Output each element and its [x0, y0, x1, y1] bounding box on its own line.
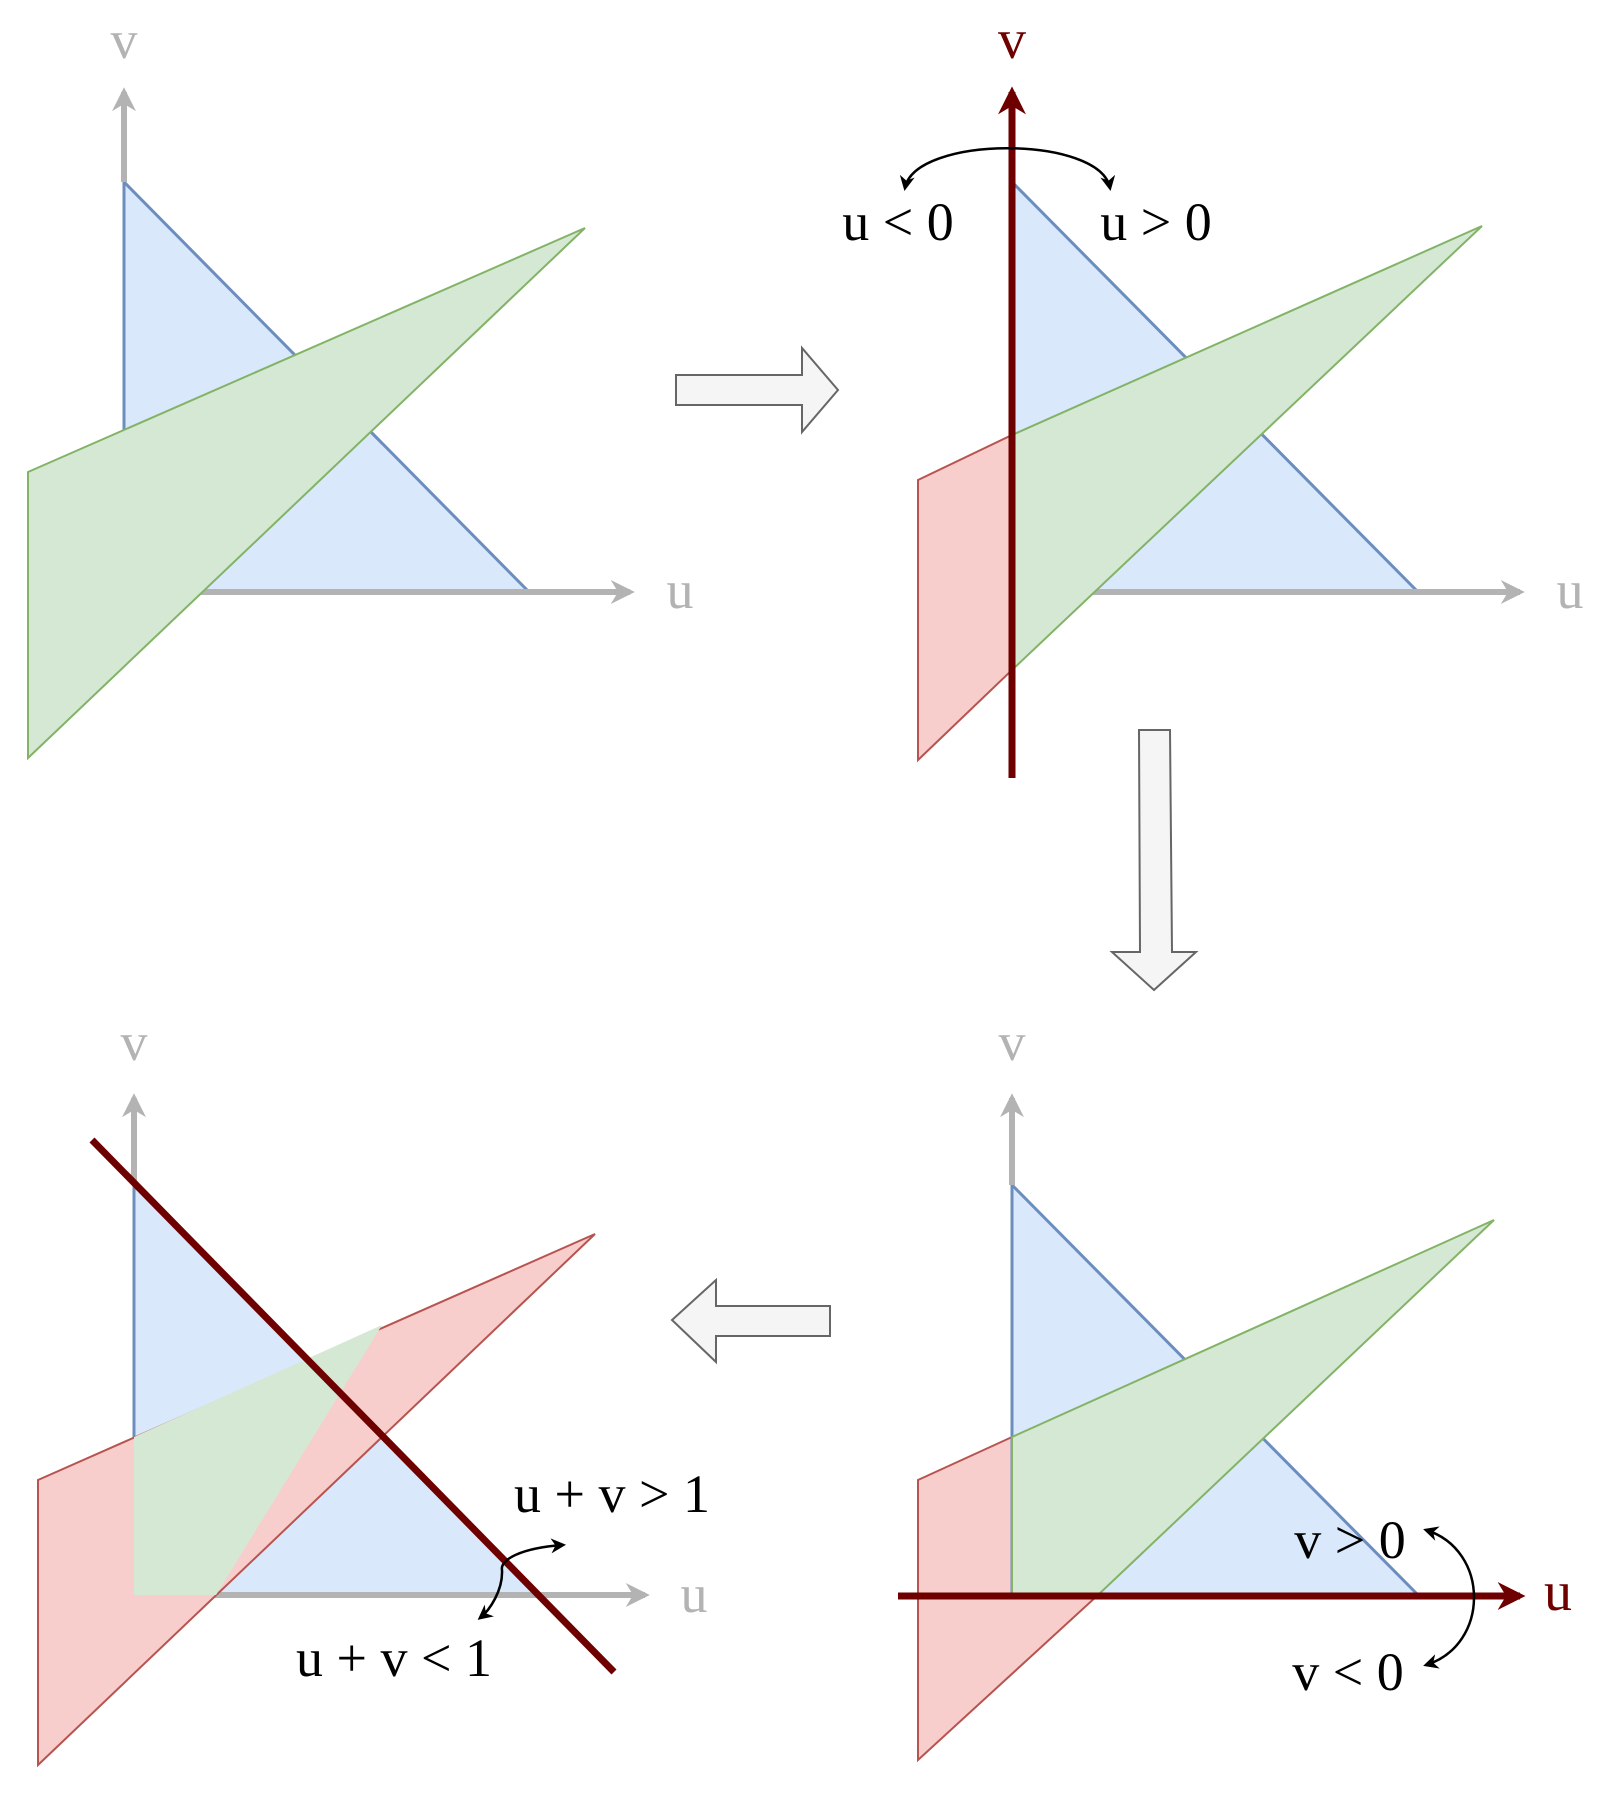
label-u-plus-v-greater-1: u + v > 1 — [514, 1464, 710, 1524]
red-region — [917, 433, 1013, 763]
v-axis-label: v — [999, 1012, 1026, 1072]
u-axis-label: u — [1557, 560, 1584, 620]
sign-arrow-v — [1423, 1526, 1476, 1669]
panel-bottom-left: v u u + v > 1 u + v < 1 — [37, 1012, 710, 1768]
sign-arrow-u — [899, 147, 1116, 191]
v-axis-label: v — [121, 1012, 148, 1072]
sign-arrow-uv — [477, 1538, 566, 1620]
u-axis-label: u — [681, 1564, 708, 1624]
v-axis-label: v — [111, 10, 138, 70]
label-u-plus-v-less-1: u + v < 1 — [296, 1628, 492, 1688]
flow-arrow-left — [670, 1277, 831, 1365]
label-u-less-0: u < 0 — [842, 192, 953, 252]
green-overlap-region — [134, 1325, 382, 1595]
label-u-greater-0: u > 0 — [1100, 192, 1211, 252]
u-axis-label: u — [1544, 1561, 1572, 1623]
panel-top-left: v u — [27, 10, 694, 761]
u-axis-label: u — [667, 560, 694, 620]
label-v-less-0: v < 0 — [1292, 1642, 1403, 1702]
v-axis-label: v — [998, 9, 1026, 71]
green-triangle — [27, 227, 586, 761]
flow-arrow-right — [675, 345, 840, 435]
flow-arrow-down — [1109, 729, 1199, 992]
label-v-greater-0: v > 0 — [1294, 1510, 1405, 1570]
panel-bottom-right: v u v > 0 v < 0 — [898, 1012, 1572, 1763]
panel-top-right: v u u < 0 u > 0 — [842, 9, 1584, 778]
